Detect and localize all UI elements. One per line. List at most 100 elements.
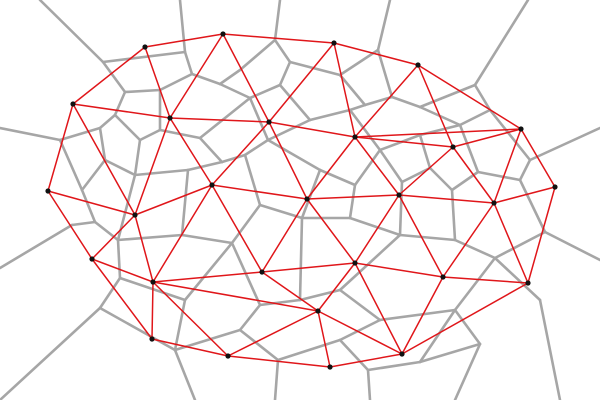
voronoi-edge (390, 95, 422, 109)
voronoi-edge (80, 158, 107, 192)
delaunay-edge (47, 190, 136, 216)
delaunay-edge (398, 194, 495, 204)
delaunay-edge (354, 136, 400, 196)
site-point (518, 126, 524, 132)
voronoi-edge (308, 108, 352, 122)
delaunay-edge (169, 117, 213, 186)
delaunay-edge (47, 190, 93, 260)
voronoi-edge (276, 338, 342, 362)
voronoi-edge (98, 113, 117, 130)
voronoi-edge (338, 338, 370, 372)
voronoi-edge (450, 188, 457, 242)
delaunay-edge (261, 262, 356, 273)
voronoi-edge (103, 158, 137, 177)
voronoi-edge (101, 50, 187, 64)
voronoi-edge (258, 203, 304, 220)
delaunay-edge (261, 271, 319, 312)
voronoi-edge (338, 233, 402, 292)
delaunay-edge (268, 121, 356, 138)
sites (45, 31, 558, 370)
site-point (150, 279, 156, 285)
voronoi-edge (378, 308, 457, 322)
site-point (132, 212, 138, 218)
site-point (491, 200, 497, 206)
delaunay-edge (152, 281, 229, 357)
voronoi-edge (178, 0, 187, 54)
voronoi-edge (220, 153, 247, 164)
voronoi-edge (428, 166, 454, 192)
delaunay-edge (317, 310, 331, 368)
delaunay-edge (417, 64, 454, 148)
voronoi-edge (80, 188, 97, 224)
voronoi-edge (230, 203, 262, 245)
site-point (70, 101, 76, 107)
voronoi-edge (123, 88, 162, 94)
voronoi-edge (278, 60, 292, 87)
voronoi-edge (278, 83, 312, 122)
site-point (352, 260, 358, 266)
delaunay-edge (493, 202, 529, 284)
voronoi-edge (398, 233, 457, 242)
delaunay-edge (317, 310, 403, 355)
voronoi-edge (528, 126, 600, 162)
delaunay-edge (520, 128, 556, 188)
voronoi-edge (473, 0, 530, 87)
delaunay-edge (306, 198, 356, 264)
voronoi-edge (98, 126, 107, 162)
voronoi-edge (113, 90, 127, 117)
voronoi-edge (348, 108, 382, 152)
delaunay-edge (227, 355, 331, 368)
voronoi-edge (58, 138, 84, 192)
delaunay-edge (91, 258, 154, 283)
voronoi-edge (133, 138, 142, 177)
voronoi-edge (98, 306, 177, 352)
delaunay-edge (134, 184, 213, 216)
voronoi-edge (418, 133, 432, 170)
voronoi-edge (138, 128, 162, 142)
site-point (304, 196, 310, 202)
delaunay-edge (527, 186, 556, 284)
delaunay-edge (354, 194, 400, 264)
voronoi-edge (58, 126, 102, 142)
site-point (552, 184, 558, 190)
voronoi-edge (518, 158, 532, 182)
voronoi-edge (458, 123, 480, 174)
delaunay-edge (72, 103, 171, 119)
site-point (142, 44, 148, 50)
delaunay-edges (47, 33, 556, 368)
voronoi-edge (493, 230, 547, 260)
voronoi-edge (453, 256, 497, 312)
site-point (450, 144, 456, 150)
delaunay-edge (354, 136, 454, 148)
delaunay-edge (268, 121, 308, 200)
site-point (209, 182, 215, 188)
voronoi-edge (318, 168, 357, 187)
voronoi-edge (0, 126, 62, 142)
delaunay-edge (72, 103, 136, 216)
voronoi-edge (173, 298, 187, 352)
voronoi-edge (266, 138, 322, 172)
voronoi-edge (101, 60, 127, 94)
delaunay-edge (134, 214, 154, 283)
site-point (266, 119, 272, 125)
voronoi-edge (266, 118, 312, 142)
voronoi-edge (418, 308, 457, 364)
site-point (331, 40, 337, 46)
voronoi-edge (473, 83, 492, 112)
delaunay-edge (354, 262, 403, 355)
delaunay-edge (152, 281, 319, 312)
voronoi-edge (543, 230, 600, 262)
voronoi-edge (113, 113, 142, 142)
voronoi-edge (248, 96, 270, 142)
delaunay-edge (493, 186, 556, 204)
voronoi-edge (180, 233, 234, 245)
delaunay-edge (47, 103, 74, 192)
voronoi-edge (378, 148, 404, 184)
voronoi-edge (116, 238, 122, 280)
voronoi-edge (218, 68, 242, 86)
delaunay-edge (329, 353, 403, 368)
voronoi-edge (376, 48, 394, 99)
